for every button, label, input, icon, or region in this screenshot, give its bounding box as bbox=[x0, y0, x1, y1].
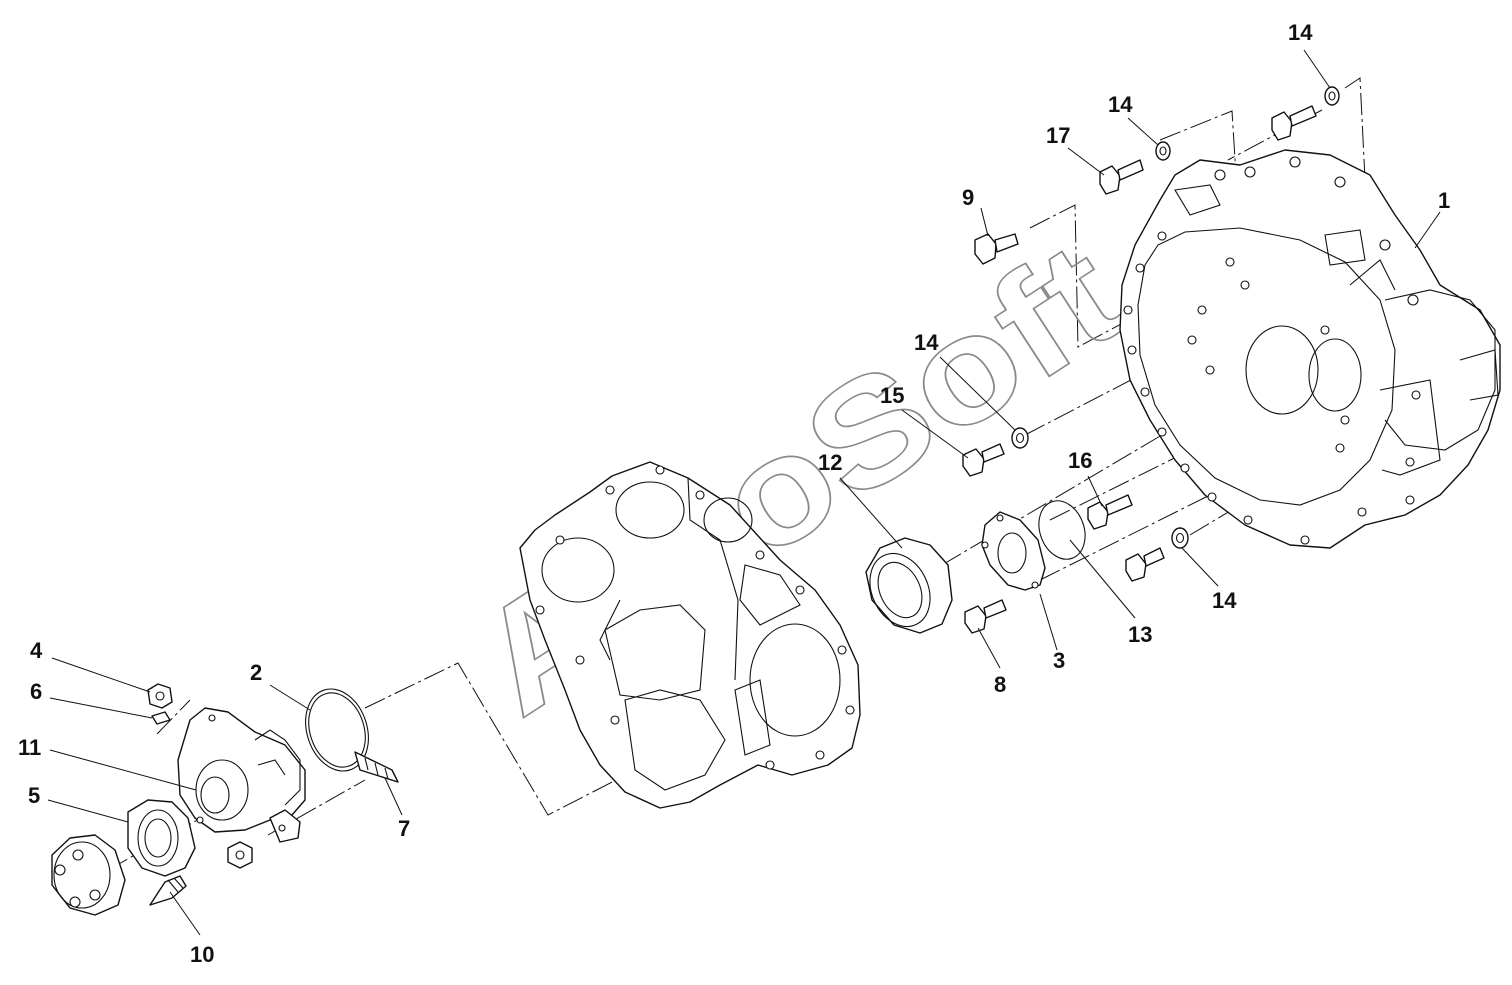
callout-2: 2 bbox=[250, 660, 262, 685]
cover-plate-part-3 bbox=[981, 511, 1046, 591]
callout-14-top: 14 bbox=[1288, 20, 1313, 45]
callout-13: 13 bbox=[1128, 622, 1152, 647]
pin-part-10 bbox=[149, 875, 187, 906]
bolt-lower-right bbox=[1125, 547, 1165, 582]
washer-part-14-middle bbox=[1011, 427, 1029, 449]
callout-14-lower: 14 bbox=[1212, 588, 1237, 613]
callout-3: 3 bbox=[1053, 648, 1065, 673]
callout-5: 5 bbox=[28, 783, 40, 808]
callout-14-middle: 14 bbox=[914, 330, 939, 355]
callout-17: 17 bbox=[1046, 123, 1070, 148]
callout-4: 4 bbox=[30, 638, 43, 663]
bolt-part-9 bbox=[974, 233, 1019, 265]
oil-seal-part-12 bbox=[865, 537, 953, 634]
bolt-part-8 bbox=[964, 599, 1007, 634]
callout-labels: 1 2 3 4 5 6 7 8 9 10 11 12 13 14 14 14 1… bbox=[18, 20, 1450, 967]
washer-part-14-upper bbox=[1155, 141, 1171, 161]
callout-7: 7 bbox=[398, 816, 410, 841]
callout-12: 12 bbox=[818, 450, 842, 475]
drive-hub bbox=[51, 834, 126, 916]
washer-part-14-top bbox=[1324, 86, 1340, 106]
callout-8: 8 bbox=[994, 672, 1006, 697]
callout-1: 1 bbox=[1438, 188, 1450, 213]
gasket-part-13 bbox=[1038, 500, 1086, 560]
oil-pump-part-11 bbox=[177, 707, 306, 843]
bolt-part-15 bbox=[962, 443, 1005, 477]
callout-6: 6 bbox=[30, 679, 42, 704]
callout-16: 16 bbox=[1068, 448, 1092, 473]
nut-small bbox=[227, 841, 253, 869]
callout-10: 10 bbox=[190, 942, 214, 967]
o-ring-part-2 bbox=[305, 688, 369, 772]
callout-14-upper: 14 bbox=[1108, 92, 1133, 117]
bolt-top-right bbox=[1271, 105, 1317, 141]
washer-part-14-lower bbox=[1171, 527, 1189, 549]
key-part-6 bbox=[151, 711, 171, 725]
bolt-part-16 bbox=[1087, 494, 1133, 530]
callout-9: 9 bbox=[962, 185, 974, 210]
nut-part-4 bbox=[147, 683, 173, 709]
bearing-part-5 bbox=[127, 799, 196, 877]
callout-15: 15 bbox=[880, 383, 904, 408]
flywheel-housing-part-1 bbox=[1119, 149, 1501, 549]
callout-leader-lines bbox=[47, 49, 1441, 936]
housing-bolt-holes bbox=[1123, 156, 1421, 545]
callout-11: 11 bbox=[18, 735, 41, 760]
crankcase-block bbox=[519, 461, 861, 809]
stud-part-7 bbox=[354, 751, 399, 783]
bolt-part-17 bbox=[1099, 159, 1144, 195]
